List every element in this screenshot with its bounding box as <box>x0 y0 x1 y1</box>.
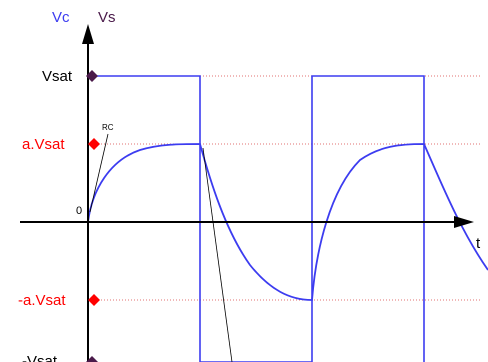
origin-label: 0 <box>76 205 82 217</box>
y-axis-label-vc: Vc <box>52 9 70 26</box>
annotation-pointer-line <box>202 147 233 362</box>
neg-a-vsat-marker-icon <box>88 294 100 306</box>
a-vsat-marker-icon <box>88 138 100 150</box>
rc-label: RC <box>102 123 114 132</box>
x-axis-arrow-icon <box>454 216 474 228</box>
neg-vsat-label: -Vsat <box>22 353 58 362</box>
neg-a-vsat-label: -a.Vsat <box>18 292 66 309</box>
capacitor-curve-vc <box>87 143 488 301</box>
neg-vsat-marker-icon <box>86 356 98 362</box>
square-wave-vs <box>92 75 425 362</box>
y-axis-label-vs: Vs <box>98 9 116 26</box>
y-axis-arrow-icon <box>82 24 94 44</box>
vsat-marker-icon <box>86 70 98 82</box>
a-vsat-label: a.Vsat <box>22 136 65 153</box>
rc-tangent-line <box>89 133 109 213</box>
x-axis-label: t <box>476 235 481 252</box>
vsat-label: Vsat <box>42 68 73 85</box>
